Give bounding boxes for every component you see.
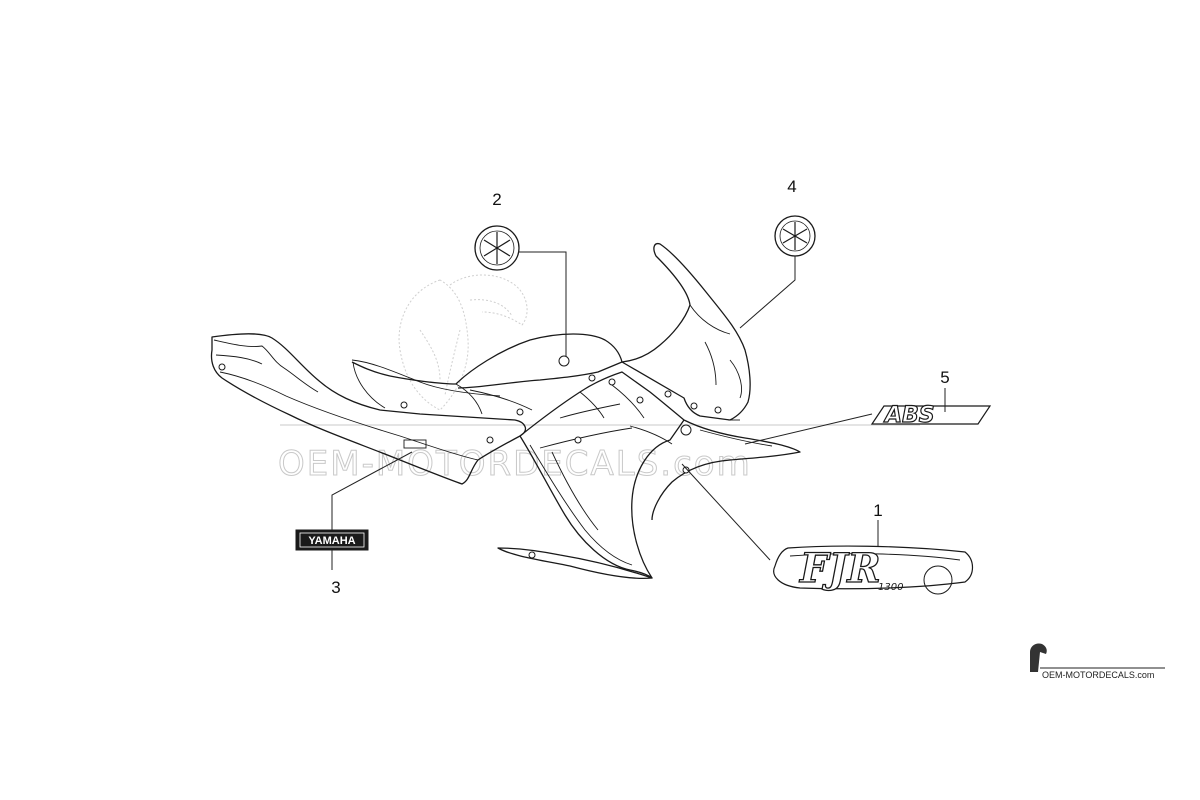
leader-part-1 — [681, 463, 771, 561]
footer-logo-icon — [1030, 643, 1047, 672]
part-4-emblem: 4 — [739, 177, 816, 329]
part-5-abs-decal: ABS 5 — [744, 368, 992, 445]
tuning-fork-emblem-icon — [782, 222, 808, 250]
yamaha-badge-text: YAMAHA — [308, 535, 355, 547]
callout-4: 4 — [787, 177, 796, 196]
leader-part-3 — [331, 451, 413, 530]
footer-watermark-text: OEM-MOTORDECALS.com — [1042, 670, 1154, 680]
callout-3: 3 — [331, 578, 340, 597]
callout-2: 2 — [492, 190, 501, 209]
watermark-text: OEM-MOTORDECALS.com — [278, 444, 752, 484]
tuning-fork-emblem-icon — [483, 232, 511, 264]
abs-decal-text: ABS — [883, 403, 935, 428]
watermark-logo — [398, 274, 528, 411]
yamaha-decal-on-bike — [403, 439, 427, 449]
fjr-decal-text: FJR — [799, 545, 881, 592]
leader-part-2 — [519, 251, 567, 356]
fjr-decal-on-bike — [629, 425, 673, 445]
leader-part-5 — [744, 413, 873, 445]
footer-watermark: OEM-MOTORDECALS.com — [1030, 643, 1165, 680]
part-3-yamaha-badge: YAMAHA 3 — [295, 451, 413, 597]
callout-5: 5 — [940, 368, 949, 387]
part-2-emblem: 2 — [474, 190, 570, 367]
callout-1: 1 — [873, 501, 882, 520]
fjr-decal-subtext: 1300 — [878, 582, 903, 593]
part-1-fjr-decal: FJR 1300 1 — [681, 463, 974, 595]
leader-part-4 — [739, 256, 796, 329]
motorcycle-fairing-outline — [210, 242, 801, 580]
